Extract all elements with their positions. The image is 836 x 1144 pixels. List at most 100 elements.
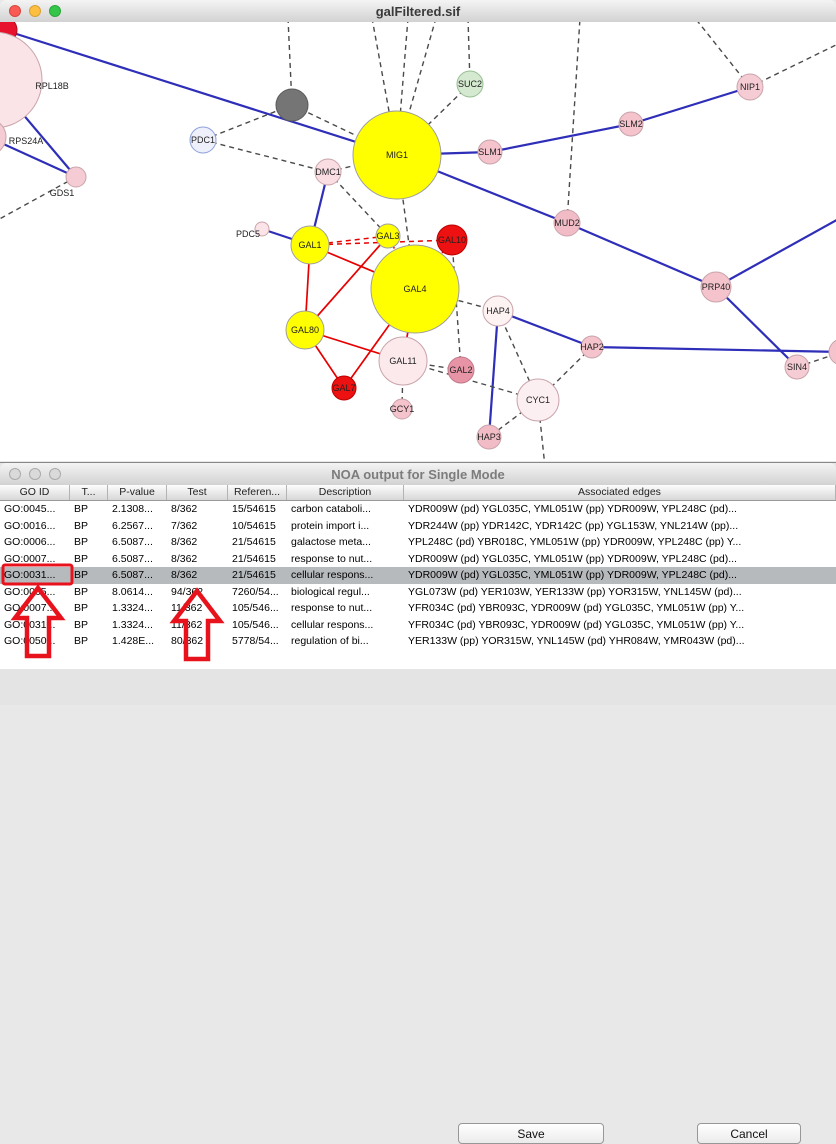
node-SLM2[interactable] <box>618 111 644 137</box>
table-cell: YDR244W (pp) YDR142C, YDR142C (pp) YGL15… <box>408 519 739 532</box>
cancel-button[interactable]: Cancel <box>697 1123 801 1144</box>
node-GAL10[interactable] <box>436 224 468 256</box>
edge-dmc1-gal3[interactable] <box>327 171 389 237</box>
edge-pdc1-dmc1[interactable] <box>202 139 329 173</box>
column-header-description[interactable]: Description <box>287 485 404 500</box>
table-cell: YFR034C (pd) YBR093C, YDR009W (pd) YGL03… <box>408 602 745 614</box>
table-cell: BP <box>74 552 89 565</box>
edge-nip1-vright2[interactable] <box>749 42 836 88</box>
node-PRP40[interactable] <box>700 271 732 303</box>
table-cell: 8/362 <box>171 552 198 565</box>
node-NIP1[interactable] <box>736 73 764 101</box>
node-label-CYC1: CYC1 <box>526 395 550 405</box>
node-GAL3[interactable] <box>375 223 401 249</box>
node-GAL7[interactable] <box>331 375 357 401</box>
column-header-associated-edges[interactable]: Associated edges <box>404 485 836 500</box>
node-MUD2[interactable] <box>553 209 581 237</box>
node-RPL18B[interactable] <box>0 31 43 129</box>
close-button[interactable] <box>9 5 21 17</box>
table-cell: 1.428E... <box>112 635 155 647</box>
node-GAL11[interactable] <box>378 336 428 386</box>
node-label-GCY1: GCY1 <box>390 404 415 414</box>
edge-prp40-vright1[interactable] <box>715 217 836 288</box>
node-GCY1[interactable] <box>391 398 413 420</box>
table-cell: 8/362 <box>171 536 198 548</box>
node-PDC1[interactable] <box>189 126 217 154</box>
node-edgepink[interactable] <box>828 339 836 365</box>
table-cell: YDR009W (pd) YGL035C, YML051W (pp) YDR00… <box>408 503 737 515</box>
node-SUC2[interactable] <box>456 70 484 98</box>
edge-mud2-prp40[interactable] <box>566 221 717 289</box>
edge-gds1-vleft1[interactable] <box>0 176 77 222</box>
edge-prp40-sin4[interactable] <box>715 286 798 368</box>
node-SIN4[interactable] <box>784 354 810 380</box>
table-cell: 1.3324... <box>112 602 153 614</box>
node-label-GAL3: GAL3 <box>376 231 399 241</box>
table-cell: GO:0007... <box>4 552 56 565</box>
node-GAL2[interactable] <box>447 356 475 384</box>
edge-slm1-slm2[interactable] <box>489 122 632 154</box>
zoom-button[interactable] <box>49 5 61 17</box>
edge-rednode-mig1[interactable] <box>3 28 398 157</box>
zoom-button[interactable] <box>49 468 61 480</box>
column-header-t[interactable]: T... <box>70 485 108 500</box>
node-GAL1[interactable] <box>290 225 330 265</box>
node-graynode[interactable] <box>275 88 309 122</box>
node-HAP3[interactable] <box>476 424 502 450</box>
edge-vtop2-mig1[interactable] <box>396 22 409 156</box>
node-GDS1[interactable] <box>65 166 87 188</box>
minimize-button[interactable] <box>29 468 41 480</box>
table-cell: YER133W (pp) YOR315W, YNL145W (pd) YHR08… <box>408 635 745 647</box>
table-cell: 21/54615 <box>232 552 276 565</box>
node-GAL4[interactable] <box>370 244 460 334</box>
graph-window-titlebar[interactable]: galFiltered.sif <box>0 0 836 23</box>
node-GAL80[interactable] <box>285 310 325 350</box>
table-cell: 6.5087... <box>112 536 153 548</box>
close-button[interactable] <box>9 468 21 480</box>
edge-mud2-vtop6[interactable] <box>566 22 581 224</box>
edge-graynode-pdc1[interactable] <box>202 104 293 141</box>
edge-hap2-edgepink[interactable] <box>591 345 836 353</box>
column-header-go-id[interactable]: GO ID <box>0 485 70 500</box>
table-cell: 94/362 <box>171 585 204 598</box>
node-RPS24A[interactable] <box>0 119 7 155</box>
table-cell: galactose meta... <box>291 536 371 548</box>
edge-slm2-nip1[interactable] <box>630 85 751 126</box>
table-cell: 8/362 <box>171 503 198 515</box>
table-cell: GO:0006... <box>4 536 56 548</box>
node-SLM1[interactable] <box>477 139 503 165</box>
table-cell: BP <box>74 519 89 532</box>
table-cell: BP <box>74 503 89 515</box>
edge-graynode-mig1[interactable] <box>291 104 398 156</box>
edge-hap4-hap2[interactable] <box>497 309 593 349</box>
save-button[interactable]: Save <box>458 1123 604 1144</box>
node-HAP4[interactable] <box>482 295 514 327</box>
table-cell: YDR009W (pd) YGL035C, YML051W (pp) YDR00… <box>408 569 737 581</box>
edge-hap4-hap3[interactable] <box>487 310 500 438</box>
noa-window-titlebar[interactable]: NOA output for Single Mode <box>0 463 836 486</box>
edge-gal1-gal10[interactable] <box>309 239 453 246</box>
edge-gal80-gal3[interactable] <box>304 235 389 331</box>
node-PDC5[interactable] <box>254 221 270 237</box>
column-header-p-value[interactable]: P-value <box>108 485 167 500</box>
column-header-test[interactable]: Test <box>167 485 228 500</box>
node-DMC1[interactable] <box>314 158 342 186</box>
edge-nip1-vtop7[interactable] <box>695 22 751 88</box>
node-HAP2[interactable] <box>580 335 604 359</box>
node-CYC1[interactable] <box>516 378 560 422</box>
network-svg[interactable]: RPL18BRPS24AGDS1PDC1MIG1DMC1SUC2SLM1SLM2… <box>0 22 836 461</box>
column-header-referen[interactable]: Referen... <box>228 485 287 500</box>
minimize-button[interactable] <box>29 5 41 17</box>
node-label-GAL11: GAL11 <box>389 356 416 366</box>
node-MIG1[interactable] <box>352 110 442 200</box>
